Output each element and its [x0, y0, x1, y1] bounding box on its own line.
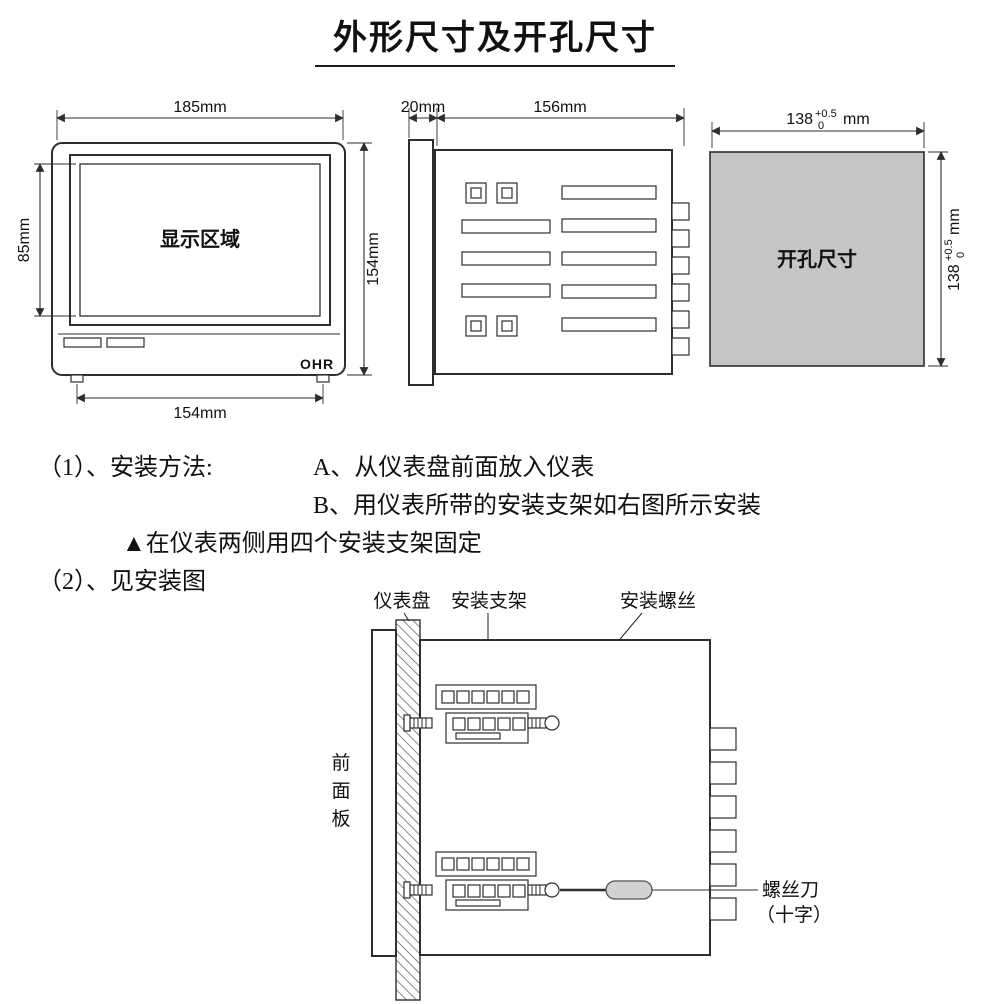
dim-138-top-tol-lower: 0 — [818, 120, 824, 132]
dim-138-right-value: 138 — [946, 264, 963, 291]
step1-label: （1）、安装方法: — [38, 455, 213, 481]
dimension-drawings: 显示区域 OHR 185mm 85mm — [16, 99, 967, 422]
cutout-square — [709, 151, 925, 367]
front-slot-1 — [63, 337, 102, 348]
screwdriver-type-label: （十字） — [756, 904, 832, 926]
display-area-label: 显示区域 — [160, 227, 240, 251]
dim-156-label: 156mm — [533, 99, 586, 116]
side-vent-pattern — [461, 182, 657, 337]
mounting-note: ▲在仪表两侧用四个安装支架固定 — [122, 531, 482, 557]
front-tab-left — [70, 374, 84, 383]
body-terminal-teeth — [709, 727, 737, 921]
dim-138-top-unit: mm — [843, 111, 870, 128]
side-terminal-teeth — [671, 202, 690, 356]
panel-callout-label: 仪表盘 — [373, 590, 430, 612]
screwdriver — [560, 880, 758, 900]
cutout-label: 开孔尺寸 — [777, 248, 857, 271]
bracket-callout-label: 安装支架 — [451, 590, 527, 612]
front-panel-label-char-1: 前 — [331, 752, 350, 774]
dim-20-label: 20mm — [401, 99, 445, 116]
dim-138-top-tol-upper: +0.5 — [815, 108, 837, 120]
front-panel-label-char-3: 板 — [331, 808, 350, 830]
dim-138-top: 138 +0.5 0 mm — [711, 108, 925, 148]
dim-20: 20mm — [401, 99, 445, 146]
dim-185: 185mm — [56, 99, 344, 140]
step2-label: （2）、见安装图 — [38, 569, 206, 595]
dim-185-label: 185mm — [173, 99, 226, 116]
dim-154-height: 154mm — [347, 142, 382, 376]
dim-154-height-label: 154mm — [365, 232, 382, 285]
front-view: 显示区域 OHR 185mm 85mm — [16, 99, 382, 422]
cutout-view: 开孔尺寸 138 +0.5 0 mm 138 +0.5 0 — [709, 108, 967, 367]
dim-156: 156mm — [436, 99, 685, 146]
front-tab-right — [316, 374, 330, 383]
screwdriver-handle — [605, 880, 653, 900]
side-bezel — [408, 139, 434, 386]
side-view: 20mm 156mm — [401, 99, 690, 386]
page-title: 外形尺寸及开孔尺寸 — [315, 10, 675, 67]
instrument-panel-hatched — [395, 619, 421, 1001]
step1-item-a: A、从仪表盘前面放入仪表 — [313, 455, 595, 481]
dim-138-right-tol-upper: +0.5 — [943, 239, 955, 261]
front-panel — [371, 629, 397, 957]
title-row: 外形尺寸及开孔尺寸 — [0, 10, 990, 67]
step1-item-b: B、用仪表所带的安装支架如右图所示安装 — [313, 493, 762, 519]
screw-callout-label: 安装螺丝 — [620, 590, 696, 612]
dim-85-label: 85mm — [16, 218, 33, 262]
dim-138-right-tol-lower: 0 — [955, 252, 967, 258]
dim-154-bottom: 154mm — [76, 384, 324, 422]
dim-138-right-unit: mm — [946, 208, 963, 235]
installation-diagram: 仪表盘 安装支架 安装螺丝 前 面 板 — [331, 590, 832, 1001]
dim-138-right: 138 +0.5 0 mm — [928, 151, 967, 367]
front-panel-label-char-2: 面 — [331, 781, 350, 802]
dim-85: 85mm — [16, 163, 76, 317]
brand-logo: OHR — [300, 356, 334, 372]
screwdriver-label: 螺丝刀 — [762, 879, 819, 901]
display-area — [79, 163, 321, 317]
dim-154-bottom-label: 154mm — [173, 405, 226, 422]
dim-138-top-value: 138 — [786, 111, 813, 128]
front-slot-2 — [106, 337, 145, 348]
